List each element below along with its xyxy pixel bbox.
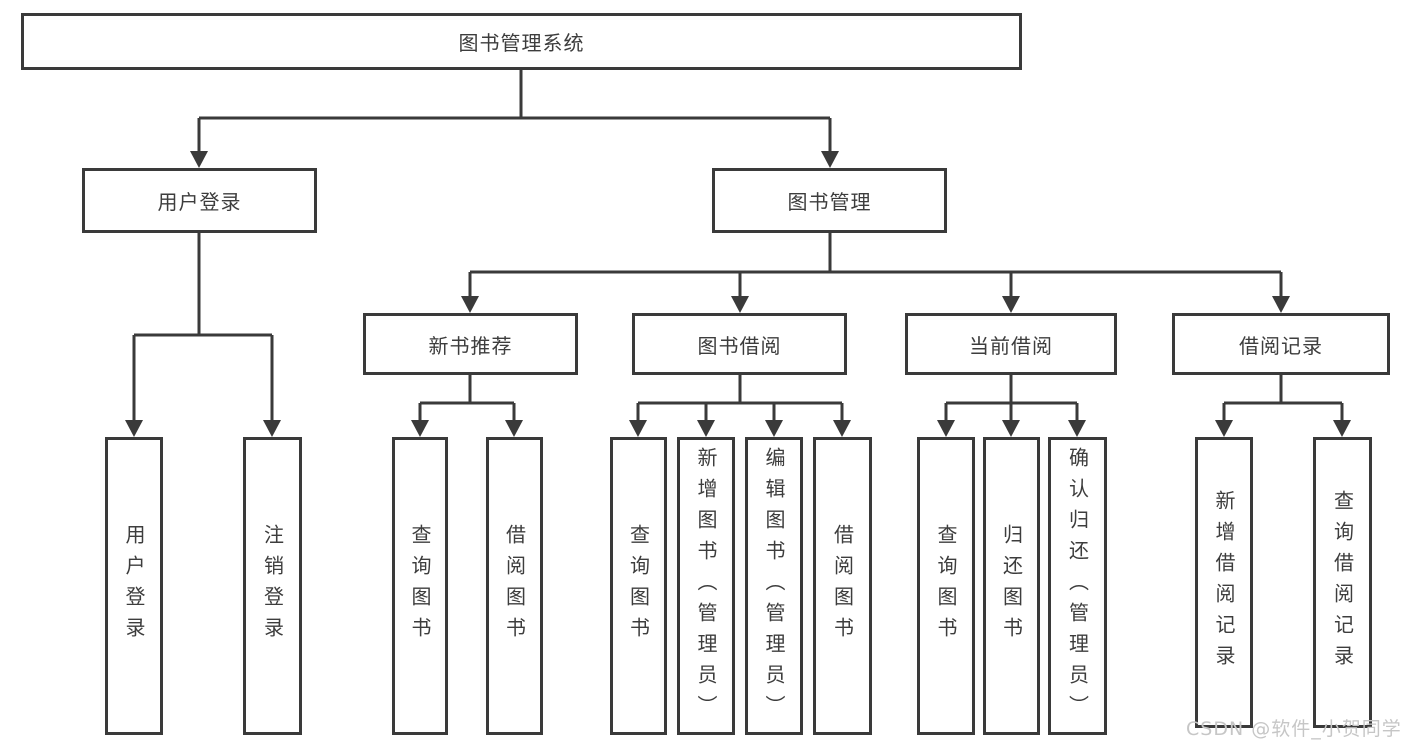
node-book-borrowing: 图书借阅: [632, 313, 847, 375]
node-query-books-borrowing: 查询图书: [610, 437, 667, 735]
csdn-watermark: CSDN @软件_小贺同学: [1186, 718, 1402, 740]
node-book-management: 图书管理: [712, 168, 947, 233]
node-query-books-current: 查询图书: [917, 437, 975, 735]
node-borrow-records: 借阅记录: [1172, 313, 1390, 375]
node-new-book-recommend: 新书推荐: [363, 313, 578, 375]
node-borrow-books-borrowing: 借阅图书: [813, 437, 872, 735]
node-user-login-leaf: 用户登录: [105, 437, 163, 735]
node-logout-leaf: 注销登录: [243, 437, 302, 735]
node-user-login: 用户登录: [82, 168, 317, 233]
node-add-borrow-record: 新增借阅记录: [1195, 437, 1253, 728]
node-query-books-recommend: 查询图书: [392, 437, 448, 735]
node-query-borrow-record: 查询借阅记录: [1313, 437, 1372, 728]
node-confirm-return-admin: 确认归还（管理员）: [1048, 437, 1107, 735]
node-return-books: 归还图书: [983, 437, 1040, 735]
node-add-books-admin: 新增图书（管理员）: [677, 437, 735, 735]
node-borrow-books-recommend: 借阅图书: [486, 437, 543, 735]
node-book-management-system: 图书管理系统: [21, 13, 1022, 70]
node-current-borrowing: 当前借阅: [905, 313, 1117, 375]
node-edit-books-admin: 编辑图书（管理员）: [745, 437, 803, 735]
